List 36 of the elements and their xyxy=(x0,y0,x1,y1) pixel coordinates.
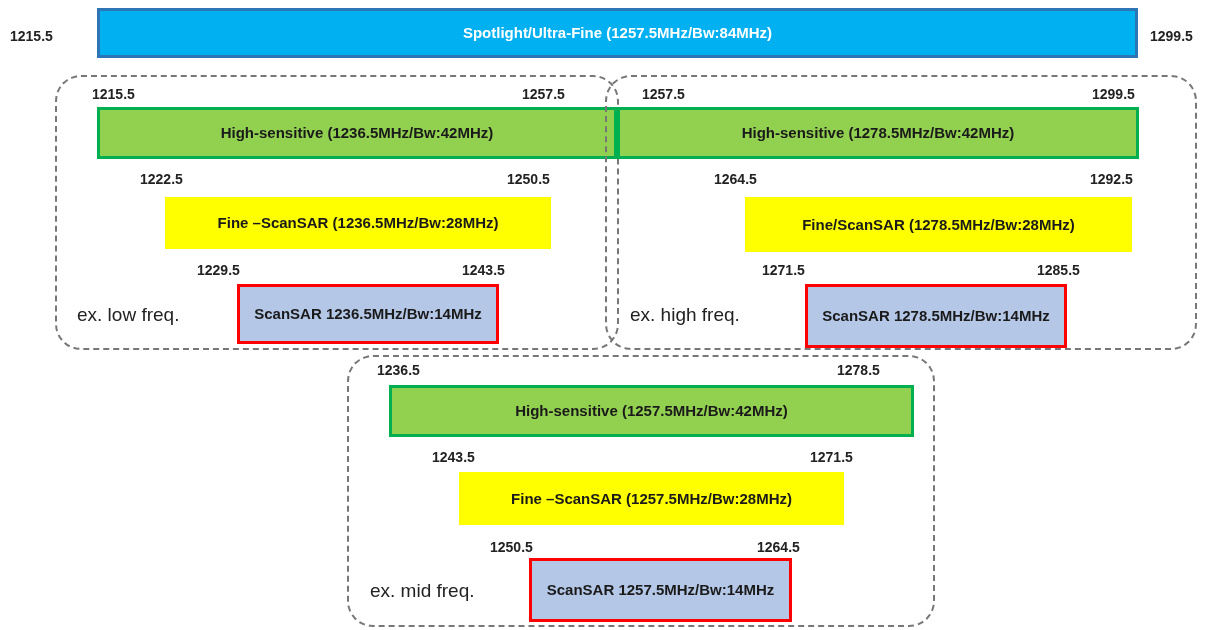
frequency-value: 1229.5 xyxy=(197,262,240,278)
group-label: ex. high freq. xyxy=(630,304,740,326)
band-bar: Fine/ScanSAR (1278.5MHz/Bw:28MHz) xyxy=(745,197,1132,252)
frequency-value: 1257.5 xyxy=(522,86,565,102)
group-label: ex. mid freq. xyxy=(370,580,475,602)
band-bar: Fine –ScanSAR (1257.5MHz/Bw:28MHz) xyxy=(459,472,844,525)
band-bar: High-sensitive (1278.5MHz/Bw:42MHz) xyxy=(617,107,1139,159)
dashed-group-frame xyxy=(347,355,935,627)
frequency-value: 1271.5 xyxy=(762,262,805,278)
frequency-value: 1215.5 xyxy=(10,28,53,44)
band-bar: ScanSAR 1236.5MHz/Bw:14MHz xyxy=(237,284,499,344)
frequency-value: 1250.5 xyxy=(490,539,533,555)
frequency-value: 1264.5 xyxy=(714,171,757,187)
frequency-value: 1236.5 xyxy=(377,362,420,378)
band-bar: Fine –ScanSAR (1236.5MHz/Bw:28MHz) xyxy=(165,197,551,249)
frequency-value: 1222.5 xyxy=(140,171,183,187)
frequency-value: 1243.5 xyxy=(432,449,475,465)
band-bar: ScanSAR 1257.5MHz/Bw:14MHz xyxy=(529,558,792,622)
frequency-value: 1271.5 xyxy=(810,449,853,465)
band-bar: ScanSAR 1278.5MHz/Bw:14MHz xyxy=(805,284,1067,348)
frequency-value: 1285.5 xyxy=(1037,262,1080,278)
band-bar: High-sensitive (1236.5MHz/Bw:42MHz) xyxy=(97,107,617,159)
frequency-value: 1257.5 xyxy=(642,86,685,102)
wide-band-bar: Spotlight/Ultra-Fine (1257.5MHz/Bw:84MHz) xyxy=(97,8,1138,58)
frequency-value: 1299.5 xyxy=(1150,28,1193,44)
frequency-value: 1264.5 xyxy=(757,539,800,555)
frequency-value: 1243.5 xyxy=(462,262,505,278)
frequency-value: 1278.5 xyxy=(837,362,880,378)
band-bar: High-sensitive (1257.5MHz/Bw:42MHz) xyxy=(389,385,914,437)
frequency-value: 1250.5 xyxy=(507,171,550,187)
group-label: ex. low freq. xyxy=(77,304,180,326)
frequency-value: 1215.5 xyxy=(92,86,135,102)
dashed-group-frame xyxy=(605,75,1197,350)
frequency-value: 1299.5 xyxy=(1092,86,1135,102)
dashed-group-frame xyxy=(55,75,619,350)
frequency-value: 1292.5 xyxy=(1090,171,1133,187)
